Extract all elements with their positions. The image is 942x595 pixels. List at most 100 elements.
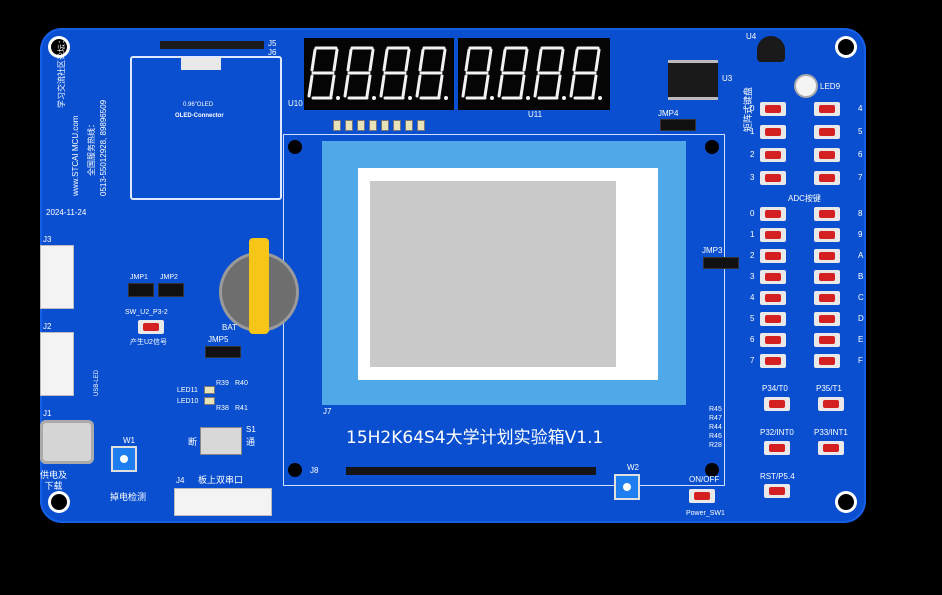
push-button[interactable] (814, 125, 840, 139)
func-key-label: P34/T0 (762, 384, 788, 393)
indicator-led (357, 120, 365, 131)
push-button[interactable] (814, 354, 840, 368)
indicator-led (405, 120, 413, 131)
push-button[interactable] (814, 207, 840, 221)
adc-key-label: B (858, 272, 864, 281)
push-button[interactable] (760, 312, 786, 326)
label-r38: R38 (216, 405, 229, 412)
push-button[interactable] (760, 102, 786, 116)
potentiometer-w2[interactable] (614, 474, 640, 500)
label-j8: J8 (310, 466, 319, 475)
potentiometer-w1[interactable] (111, 446, 137, 472)
adc-key-label: 3 (750, 272, 755, 281)
push-button[interactable] (760, 291, 786, 305)
push-button[interactable] (760, 270, 786, 284)
mount-hole-bl (51, 494, 67, 510)
indicator-led (333, 120, 341, 131)
label-r46: R46 (709, 433, 722, 440)
jumper-jmp5[interactable] (205, 346, 241, 358)
switch-s1[interactable] (200, 427, 242, 455)
header-j5 (160, 41, 264, 49)
push-button[interactable] (764, 441, 790, 455)
seven-seg-digit (415, 46, 448, 100)
usb-c-j1[interactable] (40, 420, 94, 464)
connector-j3 (40, 245, 74, 309)
push-button[interactable] (760, 148, 786, 162)
mount-hole-lcd-br (705, 463, 719, 477)
led10 (204, 397, 215, 405)
label-jmp3: JMP3 (702, 246, 723, 255)
adc-key-label: E (858, 335, 864, 344)
push-button[interactable] (814, 148, 840, 162)
led9 (796, 76, 816, 96)
label-r44: R44 (709, 424, 722, 431)
adc-key-label: D (858, 314, 864, 323)
adc-key-label: 6 (750, 335, 755, 344)
label-u11: U11 (528, 110, 543, 119)
adc-key-label: 5 (750, 314, 755, 323)
push-button[interactable] (814, 312, 840, 326)
label-r28: R28 (709, 442, 722, 449)
label-sw-u2: SW_U2_P3-2 (125, 309, 168, 316)
jumper-jmp3[interactable] (703, 257, 739, 269)
push-button[interactable] (760, 249, 786, 263)
board-title: 15H2K64S4大学计划实验箱V1.1 (346, 428, 604, 448)
push-button[interactable] (764, 484, 790, 498)
push-button[interactable] (814, 249, 840, 263)
push-button[interactable] (814, 333, 840, 347)
oled-connector-label: OLED-Connector (175, 113, 224, 119)
label-sw-u2-note: 产生U2信号 (130, 339, 167, 346)
date-label: 2024-11-24 (46, 208, 87, 217)
matrix-key-label: 4 (858, 104, 863, 113)
mount-hole-lcd-tl (288, 140, 302, 154)
indicator-led (381, 120, 389, 131)
matrix-key-label: 7 (858, 173, 863, 182)
push-button[interactable] (764, 397, 790, 411)
push-button[interactable] (814, 291, 840, 305)
push-button[interactable] (760, 333, 786, 347)
adc-key-label: C (858, 293, 864, 302)
jumper-jmp2[interactable] (158, 283, 184, 297)
seven-seg-digits (307, 46, 602, 100)
seven-seg-digit (497, 46, 530, 100)
label-led9: LED9 (820, 82, 841, 91)
label-usb-led: USB-LED (94, 369, 100, 396)
push-button[interactable] (814, 270, 840, 284)
push-button[interactable] (814, 228, 840, 242)
push-button[interactable] (760, 207, 786, 221)
push-button[interactable] (760, 228, 786, 242)
forum-hotline: 0513-55012928, 89896509 (99, 99, 108, 196)
label-r47: R47 (709, 415, 722, 422)
power-switch[interactable] (689, 489, 715, 503)
header-j8 (346, 467, 596, 475)
label-s1: S1 (246, 425, 256, 434)
connector-j4 (174, 488, 272, 516)
push-button[interactable] (814, 102, 840, 116)
label-r39: R39 (216, 380, 229, 387)
mount-hole-br (838, 494, 854, 510)
label-j1: J1 (43, 409, 52, 418)
push-button[interactable] (818, 397, 844, 411)
button-sw-u2[interactable] (138, 320, 164, 334)
label-jmp1: JMP1 (130, 274, 148, 281)
led-row (333, 116, 433, 134)
adc-key-label: 2 (750, 251, 755, 260)
label-led11: LED11 (177, 387, 198, 394)
jumper-jmp4[interactable] (660, 119, 696, 131)
func-key-label: P35/T1 (816, 384, 842, 393)
label-led10: LED10 (177, 398, 199, 405)
connector-j2 (40, 332, 74, 396)
push-button[interactable] (760, 125, 786, 139)
seven-seg-digit (533, 46, 566, 100)
push-button[interactable] (760, 171, 786, 185)
push-button[interactable] (814, 171, 840, 185)
label-jmp2: JMP2 (160, 274, 178, 281)
forum-hotline-label: 全国服务热线： (87, 120, 96, 176)
matrix-key-label: 1 (750, 127, 755, 136)
adc-key-label: 9 (858, 230, 863, 239)
push-button[interactable] (760, 354, 786, 368)
adc-key-label: F (858, 356, 863, 365)
push-button[interactable] (818, 441, 844, 455)
jumper-jmp1[interactable] (128, 283, 154, 297)
label-r41: R41 (235, 405, 248, 412)
